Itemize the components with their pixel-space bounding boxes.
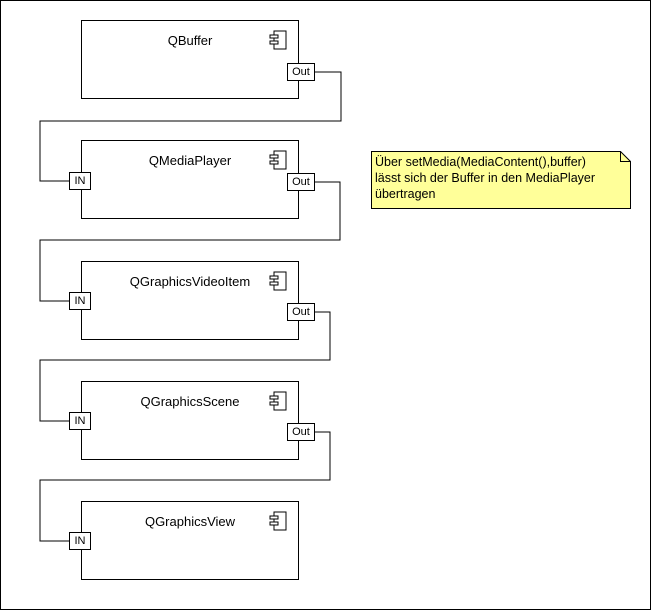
component-qgraphicsview[interactable]: QGraphicsView [81,501,299,580]
out-port[interactable]: Out [287,173,315,191]
connector-qgraphicsscene-to-qgraphicsview [39,431,331,542]
note-line: übertragen [375,187,436,201]
component-name: QMediaPlayer [148,153,232,168]
component-qbuffer[interactable]: QBuffer [81,20,299,99]
component-name: QBuffer [167,33,213,48]
in-port[interactable]: IN [69,292,91,310]
component-qmediaplayer[interactable]: QMediaPlayer [81,140,299,219]
component-name: QGraphicsVideoItem [129,274,251,289]
out-port[interactable]: Out [287,423,315,441]
connector-qgraphicsvideoitem-to-qgraphicsscene [39,311,331,422]
component-name: QGraphicsView [144,514,236,529]
component-qgraphicsvideoitem[interactable]: QGraphicsVideoItem [81,261,299,340]
note-line: Über setMedia(MediaContent(),buffer) [375,155,586,169]
in-port[interactable]: IN [69,412,91,430]
component-icon [269,271,287,291]
in-port[interactable]: IN [69,172,91,190]
note-shape [371,151,631,209]
component-qgraphicsscene[interactable]: QGraphicsScene [81,381,299,460]
note[interactable]: Über setMedia(MediaContent(),buffer) läs… [371,151,631,209]
in-port[interactable]: IN [69,532,91,550]
out-port[interactable]: Out [287,63,315,81]
component-icon [269,150,287,170]
connector-qmediaplayer-to-qgraphicsvideoitem [39,181,341,302]
note-text: Über setMedia(MediaContent(),buffer) läs… [375,154,595,202]
out-port[interactable]: Out [287,303,315,321]
component-name: QGraphicsScene [140,394,240,409]
component-icon [269,391,287,411]
note-line: lässt sich der Buffer in den MediaPlayer [375,171,596,185]
connector-qbuffer-to-qmediaplayer [39,71,342,182]
component-icon [269,30,287,50]
component-icon [269,511,287,531]
